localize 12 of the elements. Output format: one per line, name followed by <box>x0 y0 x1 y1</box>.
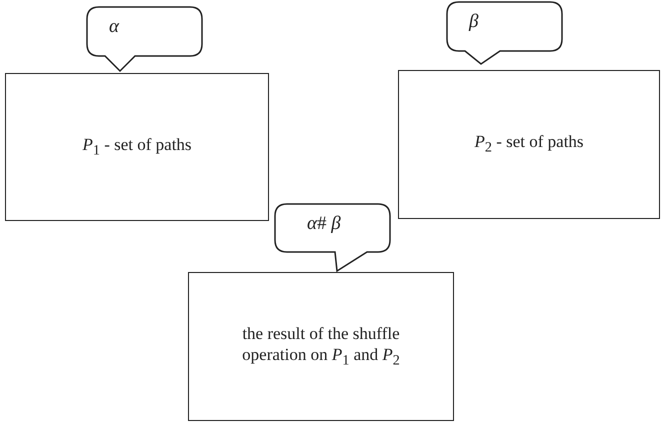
speech-bubble <box>447 2 562 64</box>
box-text: P$_{1}$ - set of paths <box>82 134 192 160</box>
callout-text: β <box>469 11 478 33</box>
rectangle-box <box>398 70 660 219</box>
callout-text: α# β <box>307 213 341 235</box>
rectangle-box <box>188 272 454 421</box>
rectangle-box <box>5 73 269 221</box>
box-text: the result of the shuffle operation on P$_{1}$ and P$_{2}$ <box>241 324 401 369</box>
box-text: P$_{2}$ - set of paths <box>474 132 584 157</box>
speech-bubble <box>87 7 202 71</box>
callout-text: α <box>109 16 119 38</box>
speech-bubble <box>275 204 390 271</box>
